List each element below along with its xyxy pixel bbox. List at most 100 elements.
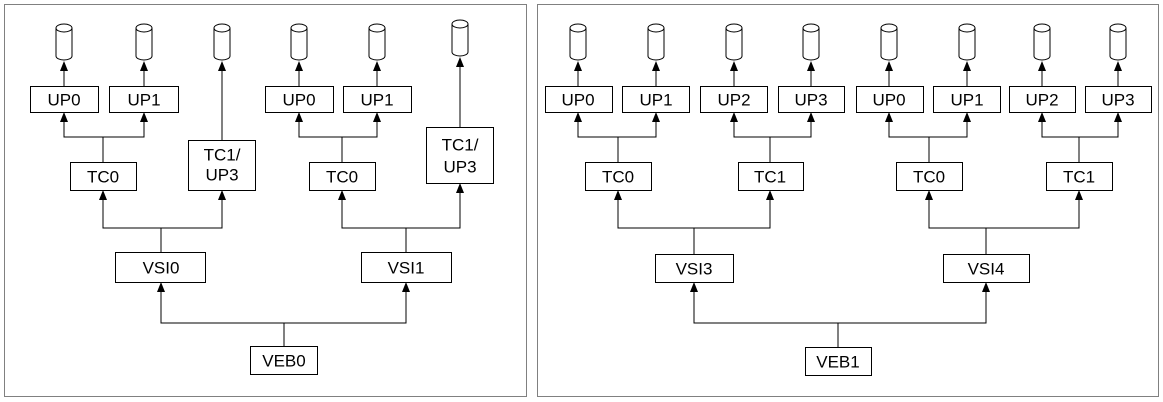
- svg-text:VSI3: VSI3: [676, 260, 713, 279]
- storage-cylinder-icon: [368, 23, 386, 61]
- arrowhead: [373, 61, 381, 71]
- storage-cylinder-icon: [1109, 23, 1127, 61]
- node-veb0: VEB0: [250, 346, 318, 375]
- node-tc0: TC0: [309, 162, 376, 191]
- node-up3: UP3: [1085, 86, 1152, 113]
- svg-text:UP3: UP3: [1101, 91, 1134, 110]
- arrowhead: [885, 61, 893, 71]
- storage-cylinder-icon: [647, 23, 665, 61]
- panel-left-arrows: [60, 57, 464, 292]
- arrowhead: [157, 282, 165, 292]
- arrowhead: [373, 112, 381, 122]
- svg-text:TC1: TC1: [1063, 168, 1095, 187]
- arrowhead: [614, 190, 622, 200]
- node-up1: UP1: [622, 86, 690, 113]
- node-veb1: VEB1: [805, 347, 872, 376]
- arrowhead: [963, 61, 971, 71]
- panel-right-storage: [569, 23, 1127, 61]
- storage-cylinder-icon: [802, 23, 820, 61]
- node-tc1-up3: TC1/ UP3: [426, 127, 494, 184]
- arrowhead: [295, 61, 303, 71]
- arrowhead: [218, 190, 226, 200]
- svg-text:UP2: UP2: [717, 91, 750, 110]
- arrowhead: [60, 112, 68, 122]
- node-up2: UP2: [700, 86, 768, 113]
- arrowhead: [456, 57, 464, 67]
- svg-text:UP0: UP0: [47, 91, 80, 110]
- storage-cylinder-icon: [135, 23, 153, 61]
- arrowhead: [885, 112, 893, 122]
- svg-text:VSI1: VSI1: [388, 259, 425, 278]
- svg-text:VEB1: VEB1: [816, 353, 859, 372]
- arrowhead: [963, 112, 971, 122]
- arrowhead: [338, 190, 346, 200]
- arrowhead: [652, 112, 660, 122]
- arrowhead: [1114, 61, 1122, 71]
- node-tc0: TC0: [896, 162, 963, 191]
- storage-cylinder-icon: [569, 23, 587, 61]
- arrowhead: [807, 112, 815, 122]
- panel-right-arrows: [574, 61, 1122, 292]
- arrowhead: [1075, 190, 1083, 200]
- svg-text:TC0: TC0: [913, 168, 945, 187]
- svg-text:TC1/: TC1/: [442, 136, 479, 155]
- node-up0: UP0: [856, 86, 924, 113]
- arrowhead: [730, 112, 738, 122]
- arrowhead: [218, 61, 226, 71]
- storage-cylinder-icon: [1033, 23, 1051, 61]
- svg-text:UP3: UP3: [794, 91, 827, 110]
- node-up1: UP1: [109, 86, 179, 113]
- svg-text:UP2: UP2: [1025, 91, 1058, 110]
- storage-cylinder-icon: [290, 23, 308, 61]
- node-up3: UP3: [778, 86, 845, 113]
- panel-left-border: [4, 4, 527, 397]
- node-vsi3: VSI3: [655, 254, 734, 283]
- svg-text:UP1: UP1: [360, 91, 393, 110]
- node-up1: UP1: [343, 86, 412, 113]
- arrowhead: [925, 190, 933, 200]
- svg-text:UP1: UP1: [950, 91, 983, 110]
- arrowhead: [456, 183, 464, 193]
- svg-text:VEB0: VEB0: [262, 352, 305, 371]
- arrowhead: [402, 282, 410, 292]
- arrowhead: [60, 61, 68, 71]
- arrowhead: [1038, 112, 1046, 122]
- arrowhead: [690, 282, 698, 292]
- svg-text:UP1: UP1: [127, 91, 160, 110]
- svg-text:TC0: TC0: [602, 168, 634, 187]
- arrowhead: [730, 61, 738, 71]
- svg-text:TC0: TC0: [326, 168, 358, 187]
- arrowhead: [140, 61, 148, 71]
- storage-cylinder-icon: [958, 23, 976, 61]
- arrowhead: [807, 61, 815, 71]
- panel-right-border: [537, 4, 1159, 397]
- node-up0: UP0: [265, 86, 334, 113]
- panel-left-wires: [63, 67, 461, 346]
- arrowhead: [295, 112, 303, 122]
- node-up2: UP2: [1009, 86, 1076, 113]
- arrowhead: [574, 112, 582, 122]
- panel-right-wires: [577, 71, 1119, 347]
- svg-text:UP0: UP0: [282, 91, 315, 110]
- arrowhead: [982, 282, 990, 292]
- storage-cylinder-icon: [213, 23, 231, 61]
- node-up0: UP0: [545, 86, 613, 113]
- arrowhead: [99, 190, 107, 200]
- storage-cylinder-icon: [451, 19, 469, 57]
- storage-cylinder-icon: [55, 23, 73, 61]
- node-vsi4: VSI4: [943, 254, 1030, 283]
- arrowhead: [574, 61, 582, 71]
- svg-text:TC0: TC0: [87, 168, 119, 187]
- arrowhead: [1038, 61, 1046, 71]
- svg-text:UP0: UP0: [872, 91, 905, 110]
- svg-text:TC1/: TC1/: [204, 146, 241, 165]
- arrowhead: [766, 190, 774, 200]
- node-tc0: TC0: [70, 162, 137, 191]
- arrowhead: [1114, 112, 1122, 122]
- svg-text:VSI4: VSI4: [968, 260, 1005, 279]
- storage-cylinder-icon: [880, 23, 898, 61]
- node-tc0: TC0: [585, 162, 652, 191]
- node-tc1: TC1: [738, 162, 804, 191]
- svg-text:UP3: UP3: [205, 166, 238, 185]
